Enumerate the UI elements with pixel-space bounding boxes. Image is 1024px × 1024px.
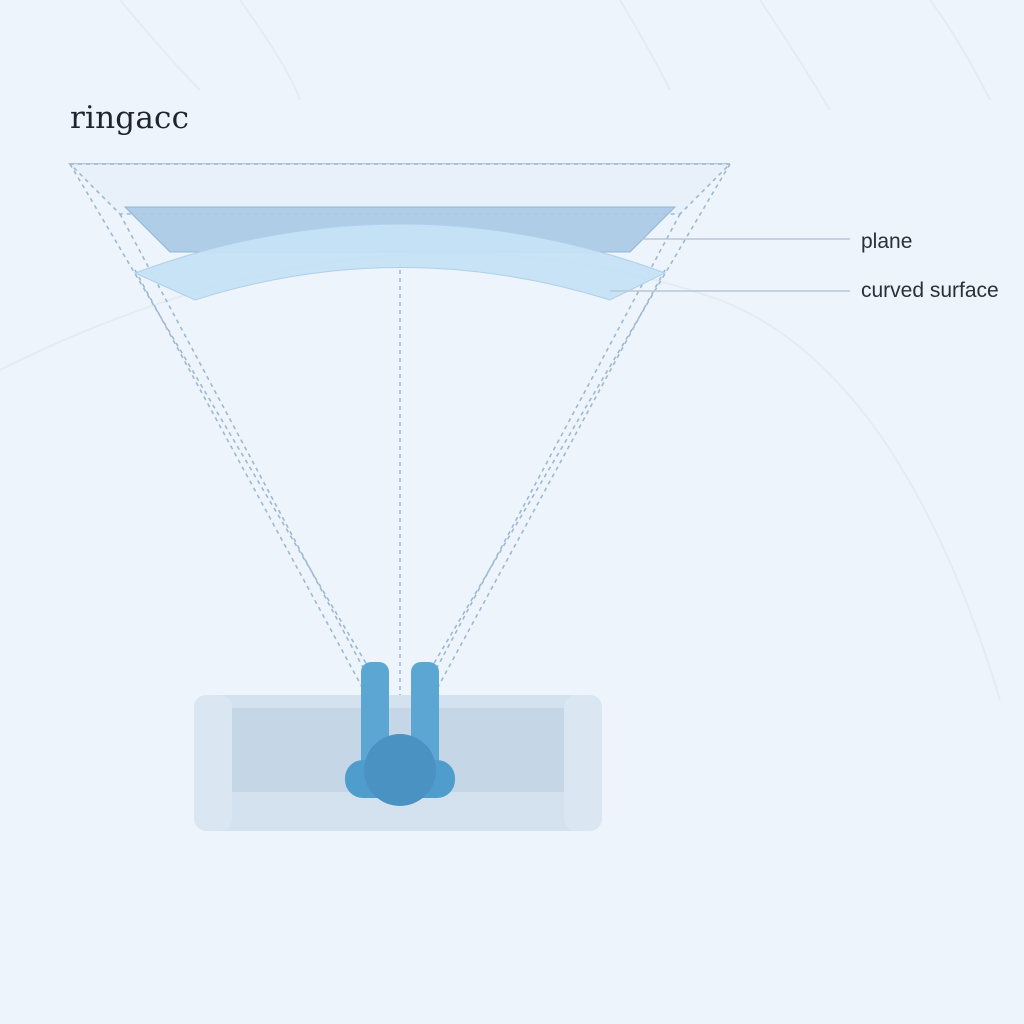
viewer-figure (345, 662, 455, 806)
plane-label: plane (861, 230, 913, 253)
projection-frame (68, 163, 732, 721)
brand-logo: ringacc (70, 100, 190, 136)
curved-screen (133, 223, 667, 301)
curved-surface-label: curved surface (861, 279, 999, 302)
leader-lines (610, 238, 850, 292)
